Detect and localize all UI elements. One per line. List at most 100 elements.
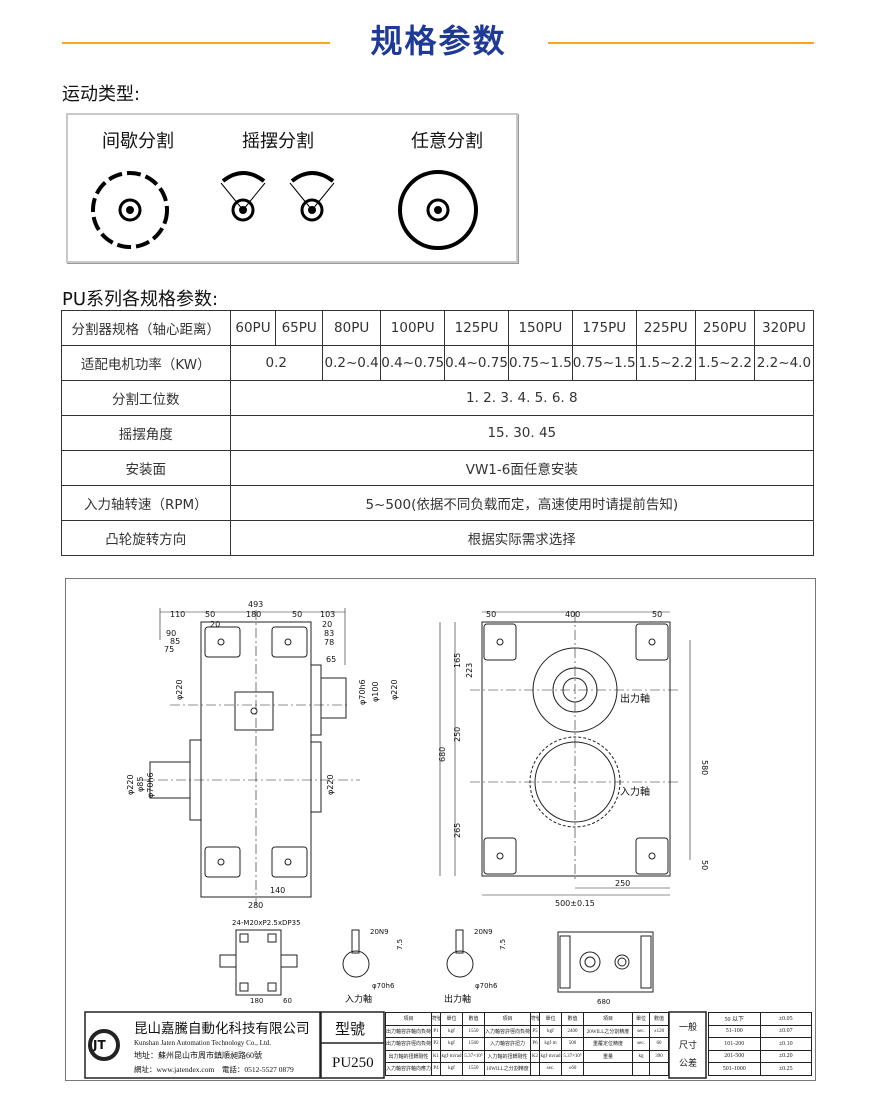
spec-table-label: PU系列各规格参数:	[62, 289, 219, 310]
technical-drawing-frame	[65, 578, 816, 1081]
power-cell: 0.4~0.75	[444, 345, 509, 381]
cell: 201-500	[708, 1049, 761, 1063]
cell: 1550	[462, 1062, 485, 1076]
table-row: 201-500±0.20	[708, 1049, 812, 1063]
header-cell: 單位	[539, 1012, 562, 1026]
dim-label: 7.5	[396, 939, 404, 950]
cell: ±120	[649, 1024, 669, 1038]
dim-label: φ70h6	[358, 679, 367, 705]
cell: sec.	[632, 1037, 650, 1051]
dim-label: 50	[486, 610, 496, 619]
model-cell: 175PU	[571, 310, 637, 346]
dim-label: 493	[248, 600, 263, 609]
front-view-dims: 50 400 50 165 223 250 265 680 580 50 250…	[438, 610, 709, 908]
cell: ±0.05	[759, 1012, 812, 1026]
front-view	[439, 611, 691, 896]
dim-label: φ70h6	[146, 772, 155, 798]
dim-label: 180	[246, 610, 261, 619]
dim-label: 280	[248, 901, 263, 910]
dim-label: 7.5	[499, 939, 507, 950]
company-name-en: Kunshan Jaten Automation Technology Co.,…	[134, 1039, 271, 1047]
cell: kgf	[440, 1037, 463, 1051]
dim-label: 50	[700, 860, 709, 870]
dim-label: 580	[700, 760, 709, 775]
cell: K2	[530, 1049, 540, 1063]
side-view	[140, 608, 360, 905]
model-cell: 150PU	[507, 310, 573, 346]
dim-label: 223	[465, 663, 474, 678]
cell: kgf	[440, 1024, 463, 1038]
spec-table: 分割器规格（轴心距离） 60PU 65PU 80PU 100PU 125PU 1…	[61, 310, 815, 556]
power-cell: 1.5~2.2	[694, 345, 755, 381]
model-cell: 60PU	[229, 310, 277, 346]
tolerance-label: 尺寸	[679, 1039, 697, 1051]
table-row: 501-1000±0.25	[708, 1062, 812, 1076]
header-cell: 單位	[632, 1012, 650, 1026]
arbitrary-icon	[398, 170, 478, 250]
dim-label: 90	[166, 629, 176, 638]
title-line-left	[62, 42, 330, 44]
cell: kgf·m/rad	[539, 1049, 562, 1063]
stations-cell: 1. 2. 3. 4. 5. 6. 8	[229, 380, 815, 416]
cell: 10WILL之分割精度	[484, 1062, 531, 1076]
side-view-dims: 493 110 50 180 50 103 20 20 90 85 75 83 …	[126, 600, 399, 910]
model-cell: 250PU	[694, 310, 755, 346]
dim-label: 500±0.15	[555, 899, 595, 908]
cell: kgf·m/rad	[440, 1049, 463, 1063]
speed-cell: 5~500(依据不同负载而定，高速使用时请提前告知)	[229, 485, 815, 521]
cell: ±60	[561, 1062, 584, 1076]
dim-label: 20	[322, 620, 332, 629]
power-cell: 0.4~0.75	[380, 345, 446, 381]
cell	[632, 1062, 650, 1076]
table-row: 入力轴转速（RPM）5~500(依据不同负载而定，高速使用时请提前告知)	[61, 485, 815, 521]
header-cell: 單位	[440, 1012, 463, 1026]
tolerance-label: 公差	[679, 1057, 697, 1069]
cell: 5.37×10⁵	[561, 1049, 584, 1063]
power-cell: 0.2~0.4	[321, 345, 382, 381]
cell: 入力軸容許軸向應力	[385, 1062, 432, 1076]
output-shaft-label: 出力軸	[620, 692, 650, 705]
cell: 20WILL之分割精度	[583, 1024, 633, 1038]
cell: 60	[649, 1037, 669, 1051]
header-cell: 數值	[561, 1012, 584, 1026]
motion-diagrams	[91, 170, 478, 250]
company-address: 地址：蘇州昆山市周市鎮順昶路60號	[134, 1050, 262, 1060]
cell: kgf	[440, 1062, 463, 1076]
table-row: 項目符號單位數值項目符號單位數值項目單位數值	[385, 1012, 669, 1026]
dim-label: 110	[170, 610, 185, 619]
cell: P4	[431, 1062, 441, 1076]
output-shaft-label: 出力軸	[444, 993, 471, 1005]
cell: P1	[431, 1024, 441, 1038]
cell: kgf	[539, 1024, 562, 1038]
table-row: 凸轮旋转方向根据实际需求选择	[61, 520, 815, 556]
dim-label: 50	[652, 610, 662, 619]
header-cell: 項目	[484, 1012, 531, 1026]
dim-label: 103	[320, 610, 335, 619]
company-contact: 網址：www.jatendex.com 電話：0512-5527 0879	[134, 1064, 294, 1074]
cell: P6	[530, 1037, 540, 1051]
header-cell: 數值	[649, 1012, 669, 1026]
cell: kg	[632, 1049, 650, 1063]
dim-label: 680	[438, 747, 447, 762]
row-label: 适配电机功率（KW）	[61, 345, 231, 381]
cell	[530, 1062, 540, 1076]
header-cell: 數值	[462, 1012, 485, 1026]
cell: 入力軸容許徑向負荷	[484, 1024, 531, 1038]
dim-label: 140	[270, 886, 285, 895]
cell: 390	[649, 1049, 669, 1063]
cell: K1	[431, 1049, 441, 1063]
table-row: 51-100±0.07	[708, 1024, 812, 1038]
dim-label: 83	[324, 629, 334, 638]
dim-label: 60	[283, 997, 292, 1005]
input-shaft-label: 入力軸	[345, 993, 372, 1005]
detail-dims: 24-M20xP2.5xDP35 180 60 20N9 7.5 φ70h6 入…	[232, 919, 610, 1006]
cell: P2	[431, 1037, 441, 1051]
cell: sec.	[539, 1062, 562, 1076]
cell: 101-200	[708, 1037, 761, 1051]
parameters-table: 項目符號單位數值項目符號單位數值項目單位數值 出力軸容許軸向負荷P1kgf155…	[385, 1012, 669, 1076]
table-row: 50 以下±0.05	[708, 1012, 812, 1026]
